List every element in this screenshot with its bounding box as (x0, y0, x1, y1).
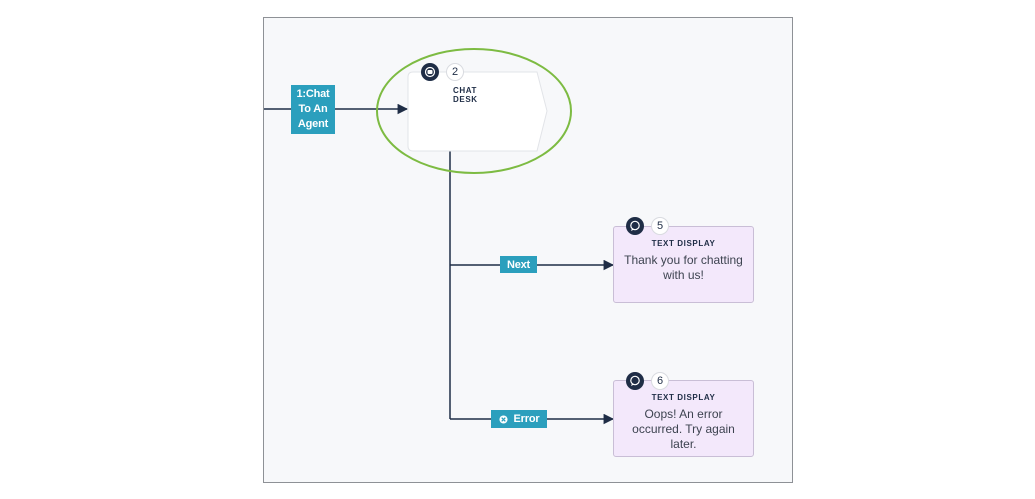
chat-desk-shape (407, 71, 548, 152)
entry-tag-label: 1:Chat To An Agent (296, 88, 330, 130)
text-display-type-label: TEXT DISPLAY (651, 393, 716, 402)
text-display-node-6[interactable]: TEXT DISPLAY Oops! An error occurred. Tr… (613, 380, 754, 457)
text-display-number-6: 6 (651, 372, 669, 390)
flow-canvas[interactable]: 1:Chat To An Agent CHAT DESK 2 Next Erro… (263, 17, 793, 483)
text-display-number-5: 5 (651, 217, 669, 235)
next-branch-label: Next (506, 258, 531, 271)
text-display-type-label: TEXT DISPLAY (651, 239, 716, 248)
speech-bubble-icon (626, 372, 644, 390)
chat-desk-number: 2 (446, 63, 464, 81)
text-display-node-5[interactable]: TEXT DISPLAY Thank you for chatting with… (613, 226, 754, 303)
x-circle-icon (498, 414, 508, 424)
error-branch-tag[interactable]: Error (491, 410, 547, 428)
chat-desk-icon (421, 63, 439, 81)
speech-bubble-icon (626, 217, 644, 235)
entry-tag[interactable]: 1:Chat To An Agent (291, 85, 335, 134)
text-display-message: Oops! An error occurred. Try again later… (632, 407, 735, 451)
chat-desk-type-label: CHAT DESK (453, 86, 478, 104)
text-display-message: Thank you for chatting with us! (624, 253, 743, 282)
error-branch-label: Error (513, 413, 540, 425)
next-branch-tag[interactable]: Next (500, 256, 537, 273)
